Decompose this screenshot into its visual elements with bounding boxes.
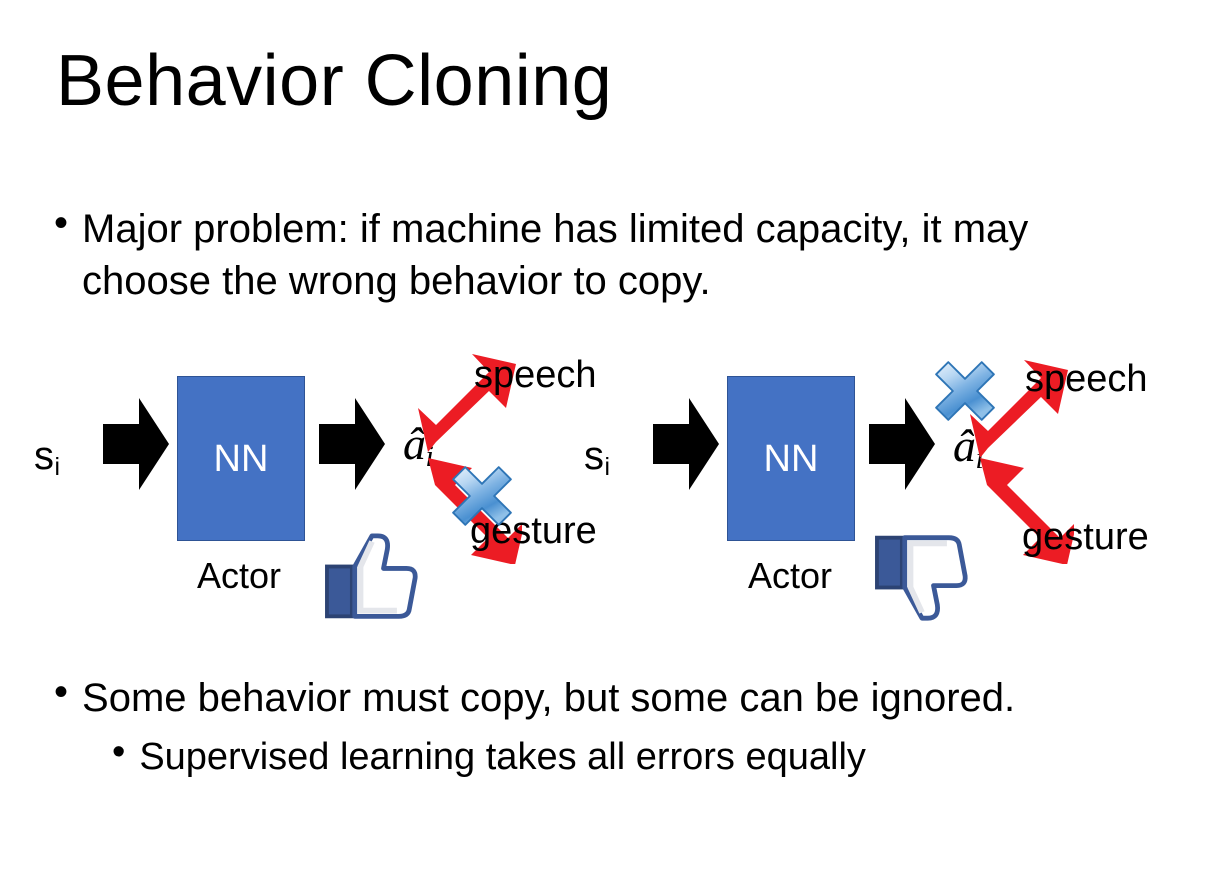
bullet-bottom-1-text: Some behavior must copy, but some can be… — [82, 676, 1016, 720]
thumbs-down-icon — [874, 530, 970, 622]
state-subscript: i — [54, 453, 60, 481]
action-subscript: i — [975, 440, 984, 475]
state-subscript: i — [604, 453, 610, 481]
diagram-left: si NN Actor âi — [24, 340, 624, 640]
blue-x-icon-left — [444, 458, 520, 534]
bullet-bottom-2: • Supervised learning takes all errors e… — [112, 733, 1172, 782]
red-double-arrow-gesture-right — [962, 452, 1074, 564]
nn-label: NN — [763, 437, 819, 480]
module-label-right: Actor — [748, 555, 833, 596]
action-symbol: â — [403, 418, 426, 469]
blue-x-icon-right — [927, 353, 1003, 429]
option-label-speech-right: speech — [1025, 358, 1148, 400]
diagram-right: si NN Actor âi — [570, 340, 1170, 640]
state-label-left: si — [34, 434, 60, 480]
bullet-marker-icon: • — [54, 670, 69, 714]
state-symbol: s — [34, 434, 54, 478]
bullet-marker-icon: • — [54, 201, 69, 245]
output-arrow-icon-left — [319, 398, 385, 490]
input-arrow-icon-right — [653, 398, 719, 490]
nn-label: NN — [213, 437, 269, 480]
option-label-gesture-right: gesture — [1022, 516, 1149, 558]
action-symbol: â — [953, 420, 976, 471]
action-label-right: âi — [953, 420, 984, 473]
input-arrow-icon-left — [103, 398, 169, 490]
output-arrow-icon-right — [869, 398, 935, 490]
page-title: Behavior Cloning — [56, 41, 613, 121]
action-subscript: i — [425, 438, 434, 473]
nn-box-right: NN — [727, 376, 855, 541]
thumbs-up-icon — [324, 532, 420, 624]
bullet-top: • Major problem: if machine has limited … — [54, 203, 1094, 307]
bullet-marker-icon: • — [112, 731, 126, 773]
state-symbol: s — [584, 434, 604, 478]
option-label-speech-left: speech — [474, 354, 597, 396]
state-label-right: si — [584, 434, 610, 480]
red-double-arrow-speech-left — [410, 346, 522, 458]
module-label-left: Actor — [197, 555, 282, 596]
bullet-bottom-1: • Some behavior must copy, but some can … — [54, 672, 1174, 724]
nn-box-left: NN — [177, 376, 305, 541]
bullet-top-text: Major problem: if machine has limited ca… — [82, 207, 1029, 303]
action-label-left: âi — [403, 418, 434, 471]
bullet-bottom-2-text: Supervised learning takes all errors equ… — [139, 736, 866, 778]
red-double-arrow-speech-right — [962, 352, 1074, 464]
